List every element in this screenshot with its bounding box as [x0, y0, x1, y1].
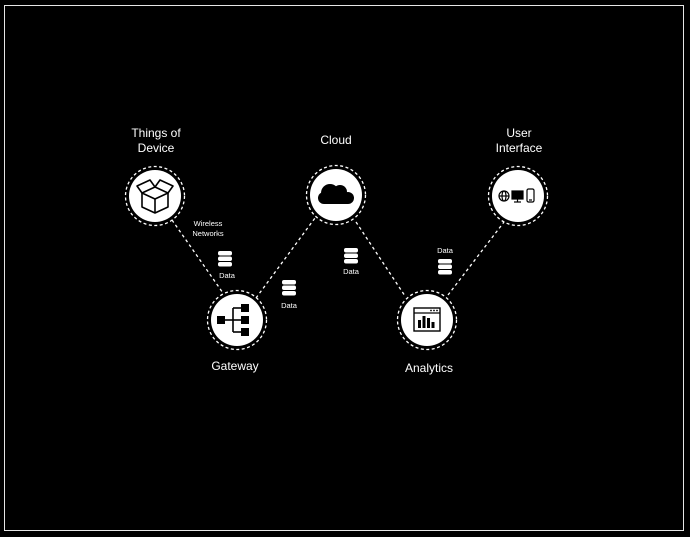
network-hierarchy-icon	[217, 304, 249, 336]
things-title-line1: Things of	[131, 126, 181, 140]
wireless-networks-label-line2: Networks	[192, 229, 224, 238]
connector-gateway-cloud	[255, 217, 316, 299]
mobile-phone-icon	[526, 188, 535, 203]
data-label: Data	[343, 267, 360, 276]
desktop-monitor-icon	[511, 190, 524, 203]
data-badge-gateway-right: Data	[281, 280, 298, 310]
connector-analytics-ui	[447, 221, 505, 296]
user-interface-title-line2: Interface	[496, 141, 543, 155]
data-badge-analytics: Data	[437, 246, 454, 275]
node-gateway[interactable]	[206, 289, 268, 351]
open-box-icon	[136, 179, 174, 214]
data-label: Data	[437, 246, 454, 255]
database-icon	[438, 259, 452, 275]
node-user-interface[interactable]	[487, 165, 549, 227]
node-things-of-device[interactable]	[124, 165, 186, 227]
node-cloud[interactable]	[305, 164, 367, 226]
data-badge-cloud: Data	[343, 248, 360, 276]
wireless-networks-label-line1: Wireless	[194, 219, 223, 228]
analytics-title: Analytics	[405, 361, 453, 375]
data-label: Data	[219, 271, 236, 280]
connector-cloud-analytics	[355, 221, 406, 297]
connector-things-gateway	[171, 219, 224, 294]
gateway-title: Gateway	[211, 359, 258, 373]
analytics-window-icon	[413, 307, 441, 332]
cloud-icon	[318, 184, 354, 204]
data-label: Data	[281, 301, 298, 310]
database-icon	[282, 280, 296, 296]
cloud-title: Cloud	[320, 133, 351, 147]
user-interface-title-line1: User	[506, 126, 531, 140]
database-icon	[344, 248, 358, 264]
connectors	[171, 217, 505, 299]
diagram-frame	[4, 5, 684, 531]
data-badge-gateway-left: Data	[218, 251, 236, 280]
things-title-line2: Device	[138, 141, 175, 155]
database-icon	[218, 251, 232, 267]
node-analytics[interactable]	[396, 289, 458, 351]
devices-icon	[498, 188, 535, 203]
globe-icon	[498, 190, 510, 202]
